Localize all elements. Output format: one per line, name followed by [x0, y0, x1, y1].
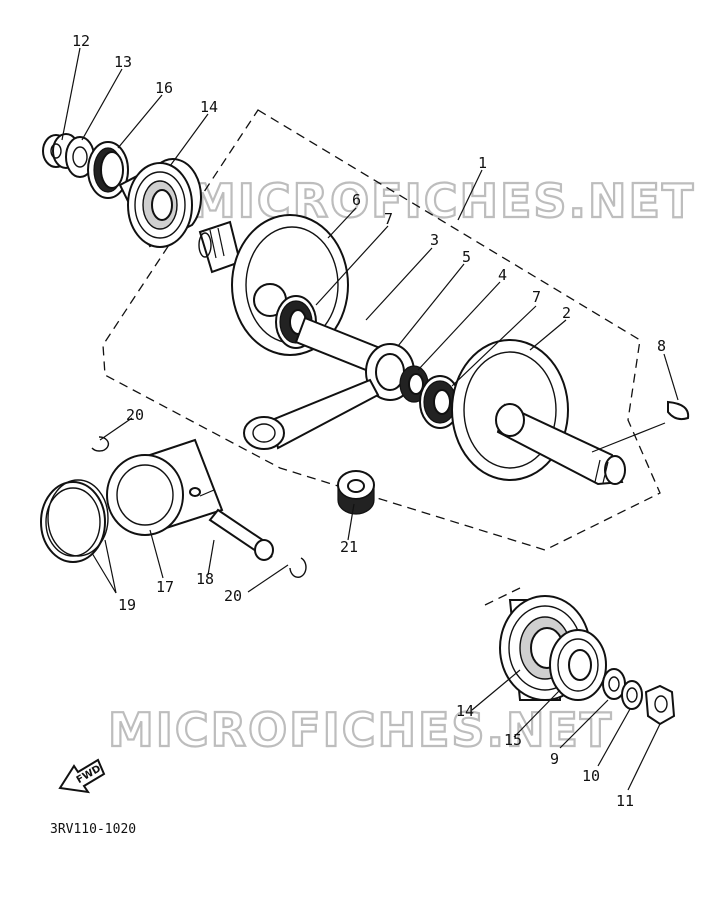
- callout-14-upper: 14: [200, 98, 218, 116]
- callout-3: 3: [430, 231, 439, 249]
- part-8-woodruff-key: [667, 400, 690, 421]
- callout-13: 13: [114, 53, 132, 71]
- part-16-bearing: [87, 141, 129, 199]
- callout-19: 19: [118, 596, 136, 614]
- callout-12: 12: [72, 32, 90, 50]
- part-17-piston: [106, 438, 224, 536]
- callout-8: 8: [657, 337, 666, 355]
- callout-6: 6: [352, 191, 361, 209]
- part-11-nut: [644, 684, 676, 726]
- part-14-ball-bearing-upper: [118, 158, 202, 248]
- part-20-circlip-left: [91, 436, 110, 452]
- forward-direction-arrow: FWD: [58, 758, 106, 794]
- part-21-small-end-bearing: [337, 470, 375, 515]
- callout-21: 21: [340, 538, 358, 556]
- part-18-piston-pin: [208, 508, 274, 561]
- callout-18: 18: [196, 570, 214, 588]
- callout-15: 15: [504, 731, 522, 749]
- callout-14-lower: 14: [456, 702, 474, 720]
- callout-4: 4: [498, 266, 507, 284]
- watermark-bottom: MICROFICHES.NET: [108, 703, 613, 757]
- callout-9: 9: [550, 750, 559, 768]
- bearing-group-bracket: [484, 587, 521, 606]
- callout-7-right: 7: [532, 288, 541, 306]
- part-19-piston-rings: [40, 479, 109, 563]
- leader-lines: [61, 47, 679, 791]
- callout-16: 16: [155, 79, 173, 97]
- part-10-lock-washer: [621, 680, 643, 710]
- callout-10: 10: [582, 767, 600, 785]
- callout-5: 5: [462, 248, 471, 266]
- part-20-circlip-right: [289, 557, 307, 578]
- callout-20-right: 20: [224, 587, 242, 605]
- callout-20-left: 20: [126, 406, 144, 424]
- part-15-oil-seal: [549, 629, 607, 701]
- callout-11: 11: [616, 792, 634, 810]
- part-2-crank-web-right: [451, 339, 626, 486]
- crankshaft-assembly-boundary: [102, 109, 661, 551]
- callout-7-left: 7: [384, 210, 393, 228]
- callout-1: 1: [478, 154, 487, 172]
- callout-17: 17: [156, 578, 174, 596]
- part-5-connecting-rod: [243, 343, 415, 450]
- callout-labels: 12 13 16 14 1 6 7 3 5 4 7 2 8 20 21 17 1…: [72, 32, 666, 810]
- watermark-top: MICROFICHES.NET: [190, 174, 695, 228]
- callout-2: 2: [562, 304, 571, 322]
- diagram-code: 3RV110-1020: [50, 822, 136, 837]
- part-6-crank-web-left: [198, 214, 349, 356]
